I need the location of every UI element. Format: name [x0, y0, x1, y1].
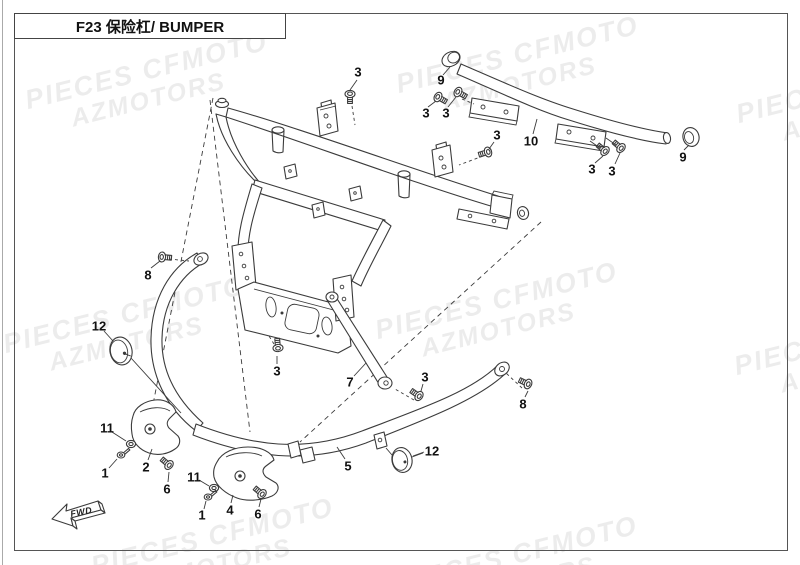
support-bar [441, 50, 700, 152]
round-cap [109, 336, 182, 414]
title-box: F23 保险杠/ BUMPER [14, 13, 286, 39]
main-bumper-frame [231, 163, 392, 354]
bumper-cover [213, 446, 279, 501]
page-edge-line [2, 0, 3, 565]
round-cap [385, 447, 424, 473]
fasteners [116, 85, 628, 501]
diagram-frame [14, 13, 788, 551]
bar-end-cap [441, 50, 461, 68]
upper-mount-frame [214, 97, 530, 230]
bar-end-cap [682, 127, 700, 147]
frame-post [271, 126, 285, 154]
mount-bracket [316, 99, 339, 137]
bar-bracket-plate [468, 97, 520, 126]
tube-end-fitting [456, 190, 530, 230]
frame-post [397, 170, 411, 199]
lower-bumper-tube [150, 252, 510, 464]
diagonal-strut [325, 291, 393, 390]
fwd-arrow: FWD [51, 500, 106, 530]
bumper-cover [130, 399, 181, 455]
page-title: F23 保险杠/ BUMPER [75, 18, 225, 36]
fwd-label: FWD [69, 505, 93, 519]
mount-bracket [431, 141, 454, 178]
callout-leaders [103, 66, 690, 510]
